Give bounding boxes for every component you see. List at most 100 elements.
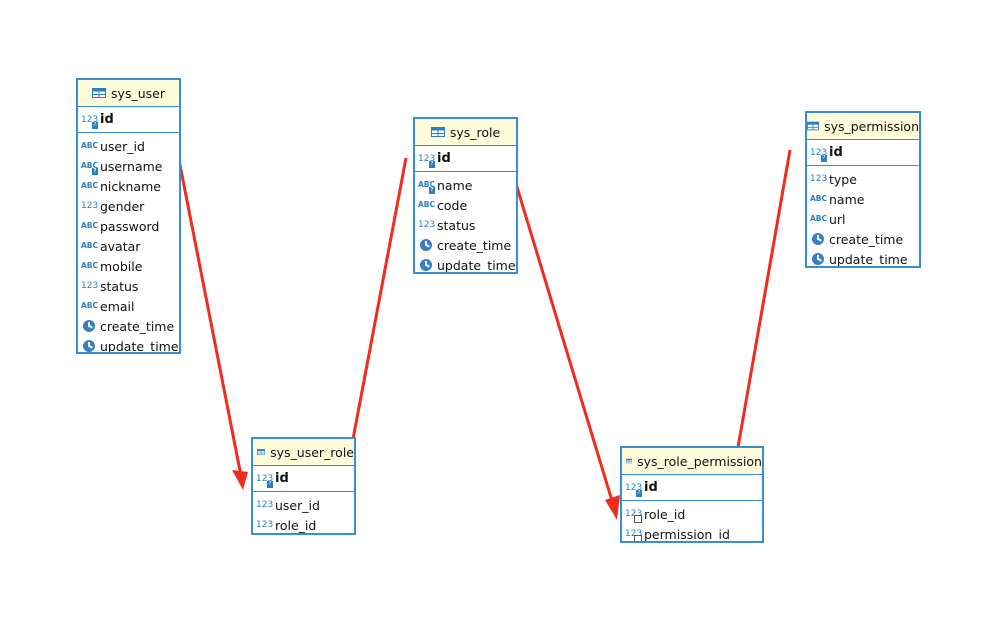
number-key-icon: 123? <box>625 482 643 497</box>
table-header: sys_permission <box>807 113 919 140</box>
arrowhead-user-role-user <box>232 470 248 490</box>
column-row[interactable]: ABC?name <box>415 175 516 195</box>
number-icon: 123 <box>418 220 436 230</box>
number-icon: 123 <box>256 520 274 530</box>
column-name: username <box>100 158 163 174</box>
primary-key-row[interactable]: 123? id <box>415 146 516 172</box>
column-name: id <box>100 112 114 127</box>
string-icon: ABC <box>81 141 99 150</box>
primary-key-row[interactable]: 123? id <box>253 466 354 492</box>
number-key-icon: 123? <box>81 114 99 129</box>
column-row[interactable]: create_time <box>415 235 516 255</box>
column-name: update_time <box>437 257 516 273</box>
column-row[interactable]: ABC?username <box>78 156 179 176</box>
column-name: code <box>437 197 468 213</box>
column-name: update_time <box>100 338 179 354</box>
column-name: type <box>829 171 857 187</box>
column-name: role_id <box>644 506 686 522</box>
column-name: mobile <box>100 258 143 274</box>
table-title: sys_user_role <box>270 444 354 460</box>
clock-icon <box>83 320 95 332</box>
table-icon <box>92 88 107 98</box>
column-name: name <box>829 191 865 207</box>
string-key-icon: ABC? <box>81 161 99 175</box>
column-name: id <box>829 145 843 160</box>
column-name: gender <box>100 198 145 214</box>
column-name: role_id <box>275 517 317 533</box>
string-icon: ABC <box>810 214 828 223</box>
column-name: name <box>437 177 473 193</box>
column-row[interactable]: create_time <box>807 229 919 249</box>
string-key-icon: ABC? <box>418 180 436 194</box>
number-key-icon: 123? <box>810 147 828 162</box>
string-icon: ABC <box>810 194 828 203</box>
column-row[interactable]: create_time <box>78 316 179 336</box>
table-header: sys_user <box>78 80 179 107</box>
clock-icon <box>812 253 824 265</box>
column-row[interactable]: update_time <box>415 255 516 273</box>
column-name: user_id <box>275 497 320 513</box>
column-name: status <box>100 278 139 294</box>
string-icon: ABC <box>81 241 99 250</box>
column-name: update_time <box>829 251 908 267</box>
arrow-role-to-role-permission <box>505 153 618 515</box>
primary-key-row[interactable]: 123? id <box>622 475 762 501</box>
string-icon: ABC <box>81 261 99 270</box>
number-icon: 123 <box>81 281 99 291</box>
table-icon <box>807 121 820 131</box>
table-title: sys_permission <box>824 118 919 134</box>
primary-key-row[interactable]: 123? id <box>78 107 179 133</box>
clock-icon <box>420 239 432 251</box>
primary-key-row[interactable]: 123? id <box>807 140 919 166</box>
number-icon: 123 <box>81 201 99 211</box>
column-row[interactable]: update_time <box>78 336 179 354</box>
number-fk-icon: 123 <box>625 527 642 541</box>
column-name: create_time <box>829 231 904 247</box>
number-fk-icon: 123 <box>625 507 642 523</box>
table-title: sys_role <box>449 124 501 140</box>
column-name: url <box>829 211 846 227</box>
string-icon: ABC <box>81 181 99 190</box>
column-name: user_id <box>100 138 145 154</box>
column-name: create_time <box>437 237 512 253</box>
column-name: id <box>437 151 451 166</box>
table-header: sys_role_permission <box>622 448 762 475</box>
column-name: id <box>644 480 658 495</box>
clock-icon <box>420 259 432 271</box>
number-icon: 123 <box>256 500 274 510</box>
column-name: email <box>100 298 135 314</box>
column-row[interactable]: update_time <box>807 249 919 267</box>
table-title: sys_role_permission <box>637 453 762 469</box>
table-header: sys_role <box>415 119 516 146</box>
table-header: sys_user_role <box>253 439 354 466</box>
column-name: permission_id <box>644 526 730 542</box>
string-icon: ABC <box>81 301 99 310</box>
number-key-icon: 123? <box>418 153 436 168</box>
number-key-icon: 123? <box>256 473 274 488</box>
